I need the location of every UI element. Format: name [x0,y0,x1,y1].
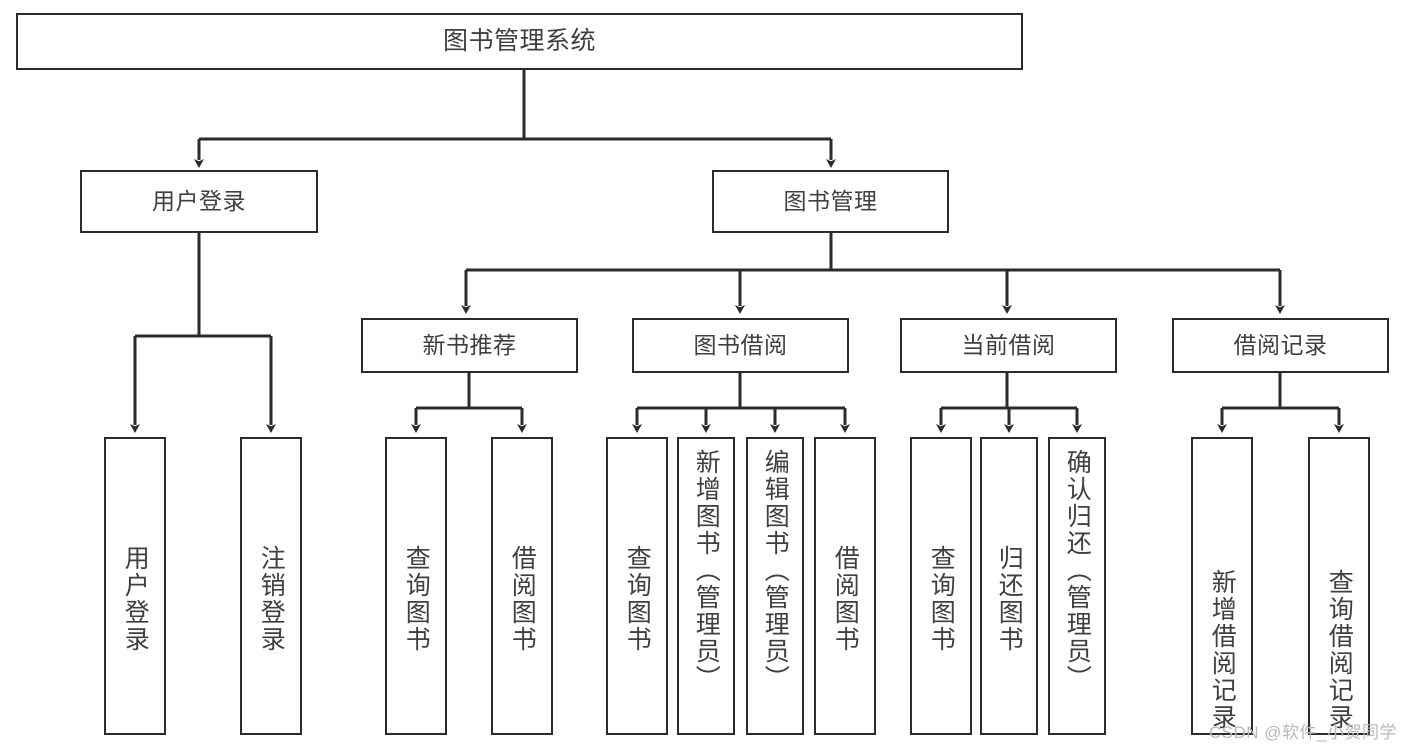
leaf-confirm-return-admin[interactable]: 确认归还（管理员） [1048,437,1106,735]
node-current-borrow[interactable]: 当前借阅 [900,318,1117,373]
node-book-management[interactable]: 图书管理 [712,170,949,233]
leaf-query-book-current-label: 查询图书 [927,545,956,653]
leaf-logout[interactable]: 注销登录 [240,437,302,735]
node-borrow-record[interactable]: 借阅记录 [1172,318,1389,373]
node-root-label: 图书管理系统 [442,26,596,55]
leaf-add-book-admin-label: 新增图书（管理员） [692,449,721,692]
leaf-query-borrow-record-label: 查询借阅记录 [1325,569,1354,731]
leaf-logout-label: 注销登录 [257,545,286,653]
leaf-user-login[interactable]: 用户登录 [104,437,166,735]
leaf-user-login-label: 用户登录 [121,545,150,653]
node-root[interactable]: 图书管理系统 [16,13,1023,70]
leaf-query-book-current[interactable]: 查询图书 [910,437,972,735]
leaf-query-book-recommend-label: 查询图书 [402,545,431,653]
node-new-book-recommend[interactable]: 新书推荐 [361,318,578,373]
node-user-login-label: 用户登录 [152,187,246,214]
leaf-borrow-book-recommend[interactable]: 借阅图书 [491,437,553,735]
node-book-borrow[interactable]: 图书借阅 [632,318,849,373]
leaf-borrow-book[interactable]: 借阅图书 [814,437,876,735]
leaf-edit-book-admin[interactable]: 编辑图书（管理员） [746,437,804,735]
leaf-add-borrow-record[interactable]: 新增借阅记录 [1191,437,1253,735]
leaf-query-book-recommend[interactable]: 查询图书 [385,437,447,735]
leaf-borrow-book-recommend-label: 借阅图书 [508,545,537,653]
leaf-query-book-borrow[interactable]: 查询图书 [606,437,668,735]
node-current-borrow-label: 当前借阅 [961,331,1056,358]
node-book-borrow-label: 图书借阅 [693,331,788,358]
leaf-return-book-label: 归还图书 [995,545,1024,653]
leaf-query-borrow-record[interactable]: 查询借阅记录 [1308,437,1370,735]
leaf-return-book[interactable]: 归还图书 [980,437,1038,735]
leaf-add-borrow-record-label: 新增借阅记录 [1208,569,1237,731]
node-new-book-recommend-label: 新书推荐 [422,331,517,358]
node-book-management-label: 图书管理 [783,187,878,214]
node-user-login[interactable]: 用户登录 [80,170,318,233]
leaf-edit-book-admin-label: 编辑图书（管理员） [761,449,790,692]
leaf-confirm-return-admin-label: 确认归还（管理员） [1063,449,1092,692]
leaf-borrow-book-label: 借阅图书 [831,545,860,653]
leaf-query-book-borrow-label: 查询图书 [623,545,652,653]
node-borrow-record-label: 借阅记录 [1233,331,1328,358]
leaf-add-book-admin[interactable]: 新增图书（管理员） [677,437,735,735]
watermark: CSDN @软件_小贺同学 [1208,723,1397,742]
